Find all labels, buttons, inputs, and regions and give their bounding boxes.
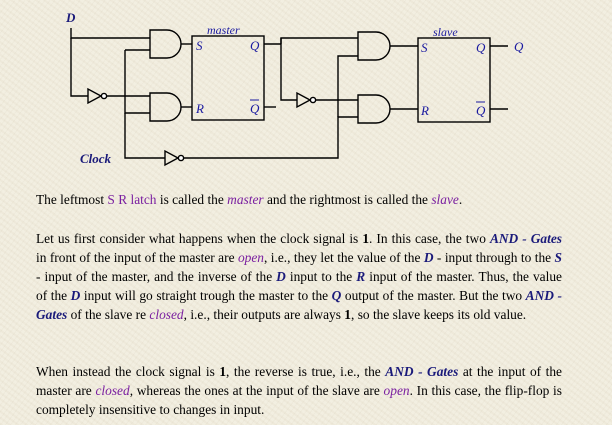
clock-wire-slave bbox=[184, 116, 358, 159]
slave-pin-q: Q bbox=[476, 40, 486, 55]
clock-label: Clock bbox=[80, 151, 112, 166]
master-q-wire bbox=[280, 37, 358, 44]
slave-pin-qbar: Q bbox=[476, 103, 486, 118]
master-latch bbox=[191, 35, 265, 121]
paragraph-clock-high: Let us first consider what happens when … bbox=[36, 231, 562, 322]
inverter-1 bbox=[87, 87, 103, 105]
output-q-label: Q bbox=[514, 39, 524, 54]
d-input-wire bbox=[70, 28, 150, 39]
master-pin-s: S bbox=[196, 38, 203, 53]
and-gate-slave-s bbox=[357, 31, 391, 61]
slave-pin-s: S bbox=[421, 40, 428, 55]
master-pin-r: R bbox=[195, 101, 204, 116]
paragraph-master-slave-intro: The leftmost S R latch is called the mas… bbox=[36, 192, 463, 207]
master-pin-qbar: Q bbox=[250, 101, 260, 116]
master-slave-flipflop-diagram: D Clock master slave S R Q Q S R Q Q Q bbox=[65, 10, 524, 167]
master-title: master bbox=[207, 23, 240, 37]
paragraph-clock-reverse: When instead the clock signal is 1, the … bbox=[36, 364, 562, 417]
master-pin-q: Q bbox=[250, 38, 260, 53]
d-input-label: D bbox=[65, 10, 76, 25]
inverter-clock bbox=[164, 149, 180, 167]
clock-wire-master bbox=[124, 50, 150, 114]
slave-latch bbox=[417, 37, 491, 123]
and-gate-slave-r bbox=[357, 94, 391, 124]
d-to-inverter-wire bbox=[70, 38, 88, 97]
and-gate-master-r bbox=[149, 92, 182, 122]
inverter-2 bbox=[296, 91, 312, 109]
slave-pin-r: R bbox=[420, 103, 429, 118]
slave-title: slave bbox=[433, 25, 458, 39]
and-gate-master-s bbox=[149, 29, 182, 59]
